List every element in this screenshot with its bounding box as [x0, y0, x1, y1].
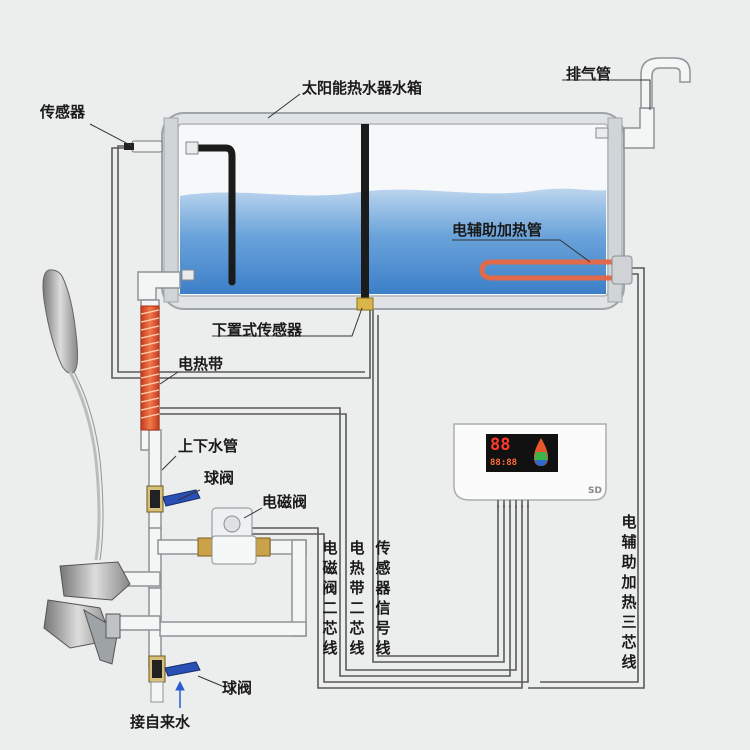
solar-water-tank — [161, 112, 633, 311]
label-tank: 太阳能热水器水箱 — [302, 79, 423, 97]
display-digits: 88 — [490, 435, 511, 455]
ball-valve-bottom — [148, 655, 201, 703]
brass-fittings — [197, 537, 271, 557]
mixer-faucet-icon — [43, 561, 131, 665]
label-bottom-sensor: 下置式传感器 — [212, 321, 303, 339]
leader-lines — [89, 79, 651, 687]
label-up-down-pipe: 上下水管 — [178, 437, 239, 455]
label-solenoid-wire: 电磁阀二芯线 — [322, 539, 338, 657]
label-solenoid-valve: 电磁阀 — [262, 493, 308, 511]
solenoid-wire — [248, 505, 523, 689]
label-inlet: 接自来水 — [130, 713, 191, 731]
shower-head-icon — [42, 269, 79, 374]
controller — [453, 423, 607, 508]
inlet-arrow-icon — [175, 680, 185, 708]
label-ball-valve-bottom: 球阀 — [222, 679, 253, 697]
controller-brand: SD — [588, 486, 602, 496]
label-ball-valve-top: 球阀 — [204, 469, 235, 487]
display-small: 88:88 — [490, 458, 518, 468]
label-heater-wire: 电辅助加热三芯线 — [621, 513, 637, 671]
label-vent-pipe: 排气管 — [566, 65, 612, 83]
sensor-wire — [111, 147, 371, 379]
heater-wire — [528, 267, 645, 689]
shower-hose — [68, 371, 104, 561]
vent-pipe — [623, 57, 691, 149]
ball-valve-top — [146, 485, 201, 513]
sensor-probe — [124, 140, 163, 153]
heat-tape — [140, 305, 160, 431]
label-heat-tape-wire: 电热带二芯线 — [349, 539, 365, 657]
water — [180, 188, 606, 294]
label-heater: 电辅助加热管 — [452, 221, 543, 239]
label-sensor: 传感器 — [40, 103, 86, 121]
label-heat-tape: 电热带 — [178, 355, 224, 373]
label-sensor-signal-wire: 传感器信号线 — [375, 539, 391, 657]
solenoid-valve — [211, 507, 257, 565]
heat-tape-wire — [160, 407, 511, 677]
heater-connector — [611, 255, 633, 285]
sensor-signal-wire — [372, 310, 505, 663]
